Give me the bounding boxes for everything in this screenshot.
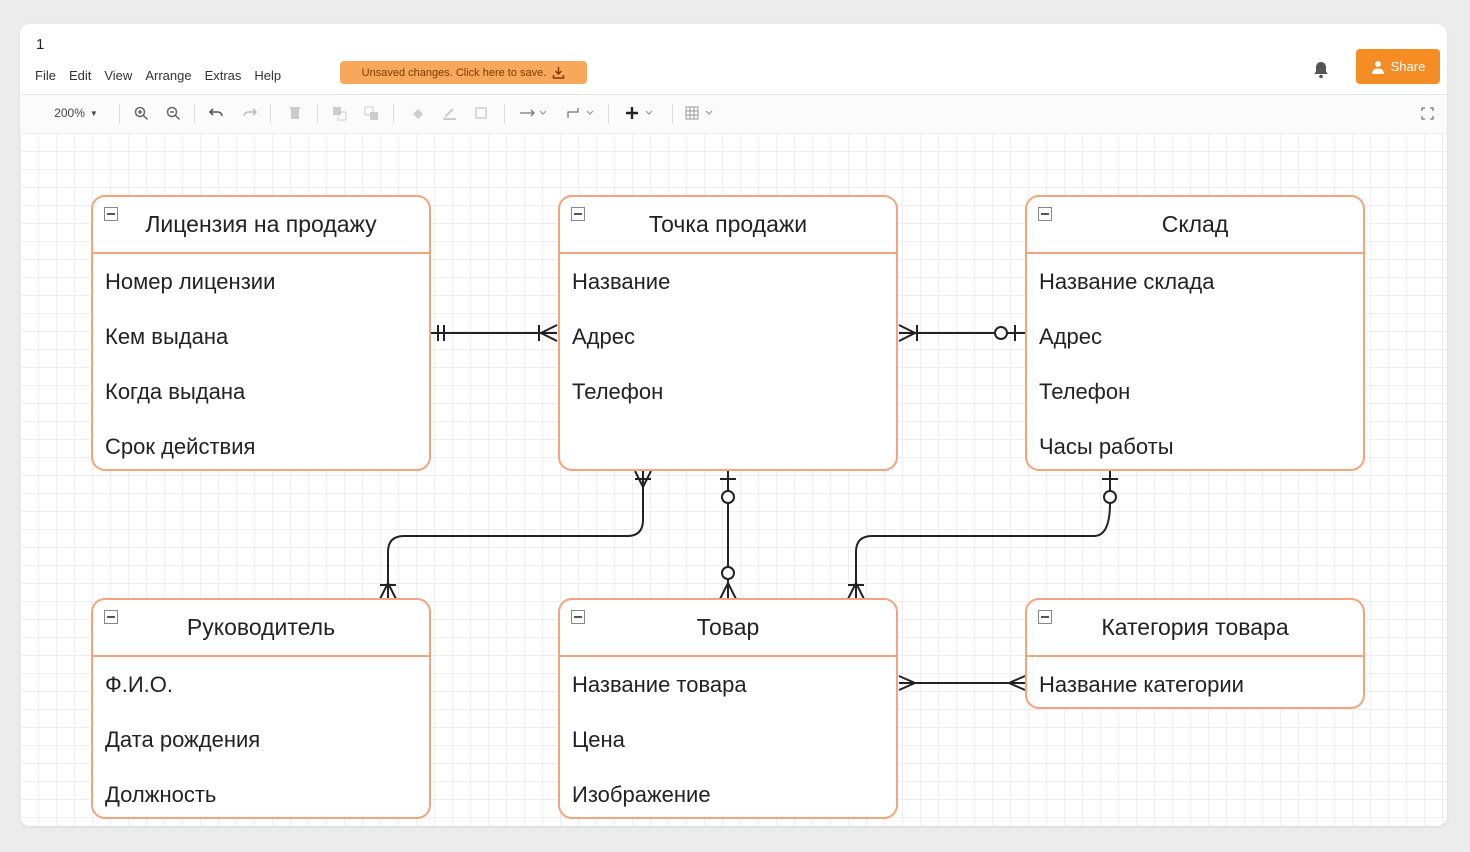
line-color-icon[interactable] xyxy=(438,102,460,124)
chevron-down-icon: ▼ xyxy=(89,108,98,118)
menu-arrange[interactable]: Arrange xyxy=(145,68,192,83)
entity-category[interactable]: Категория товара Название категории xyxy=(1025,598,1365,709)
many-marker xyxy=(1006,675,1026,691)
connection-style-dropdown[interactable] xyxy=(515,102,551,124)
entity-title: Товар xyxy=(696,614,760,640)
toolbar-separator xyxy=(119,104,120,124)
many-mandatory-marker xyxy=(847,580,865,600)
save-icon xyxy=(553,67,565,79)
user-icon xyxy=(1371,60,1384,74)
toolbar-separator xyxy=(317,104,318,124)
collapse-icon[interactable] xyxy=(104,610,118,624)
unsaved-changes-label: Unsaved changes. Click here to save. xyxy=(361,66,547,79)
menu-bar: File Edit View Arrange Extras Help xyxy=(35,68,281,83)
entity-title: Лицензия на продажу xyxy=(145,211,377,237)
one-mandatory-marker xyxy=(437,325,445,341)
relation-warehouse-product xyxy=(855,471,1111,599)
collapse-icon[interactable] xyxy=(571,610,585,624)
relation-point-manager xyxy=(387,471,644,599)
attribute[interactable]: Название xyxy=(572,269,671,294)
many-mandatory-marker xyxy=(634,470,652,490)
collapse-icon[interactable] xyxy=(1038,610,1052,624)
many-mandatory-marker xyxy=(538,324,558,342)
toolbar-separator xyxy=(672,104,673,124)
attribute[interactable]: Срок действия xyxy=(105,434,256,459)
attribute[interactable]: Телефон xyxy=(1039,379,1131,404)
zoom-out-icon[interactable] xyxy=(162,102,184,124)
zoom-in-icon[interactable] xyxy=(130,102,152,124)
attribute[interactable]: Изображение xyxy=(572,782,711,807)
share-button[interactable]: Share xyxy=(1356,49,1440,84)
attribute[interactable]: Должность xyxy=(105,782,217,807)
menu-help[interactable]: Help xyxy=(254,68,282,83)
attribute[interactable]: Название склада xyxy=(1039,269,1215,294)
attribute[interactable]: Название категории xyxy=(1039,672,1244,697)
app-window: 1 File Edit View Arrange Extras Help Uns… xyxy=(20,24,1447,826)
share-label: Share xyxy=(1390,59,1426,74)
entity-title: Руководитель xyxy=(186,614,336,640)
menu-file[interactable]: File xyxy=(35,68,56,83)
collapse-icon[interactable] xyxy=(571,207,585,221)
delete-icon[interactable] xyxy=(284,102,306,124)
many-optional-marker xyxy=(719,580,737,600)
collapse-icon[interactable] xyxy=(104,207,118,221)
undo-icon[interactable] xyxy=(205,102,227,124)
entity-header: Лицензия на продажу xyxy=(93,197,429,254)
attribute[interactable]: Ф.И.О. xyxy=(105,672,173,697)
document-title[interactable]: 1 xyxy=(36,36,45,53)
menu-extras[interactable]: Extras xyxy=(204,68,242,83)
entity-warehouse[interactable]: Склад Название склада Адрес Телефон Часы… xyxy=(1025,195,1365,471)
entity-title: Склад xyxy=(1161,211,1229,237)
entity-product[interactable]: Товар Название товара Цена Изображение xyxy=(558,598,898,819)
unsaved-changes-button[interactable]: Unsaved changes. Click here to save. xyxy=(340,61,587,84)
menu-edit[interactable]: Edit xyxy=(68,68,92,83)
entity-header: Категория товара xyxy=(1027,600,1363,657)
entity-license[interactable]: Лицензия на продажу Номер лицензии Кем в… xyxy=(91,195,431,471)
attribute[interactable]: Часы работы xyxy=(1039,434,1174,459)
relationship-connectors xyxy=(379,324,1118,691)
entity-point-of-sale[interactable]: Точка продажи Название Адрес Телефон xyxy=(558,195,898,471)
shadow-icon[interactable] xyxy=(470,102,492,124)
to-front-icon[interactable] xyxy=(328,102,350,124)
toolbar-separator xyxy=(270,104,271,124)
zoom-value: 200% xyxy=(54,106,85,120)
attribute[interactable]: Когда выдана xyxy=(105,379,246,404)
entity-manager[interactable]: Руководитель Ф.И.О. Дата рождения Должно… xyxy=(91,598,431,819)
one-mandatory-marker xyxy=(898,324,918,342)
menu-view[interactable]: View xyxy=(104,68,133,83)
attribute[interactable]: Кем выдана xyxy=(105,324,229,349)
to-back-icon[interactable] xyxy=(360,102,382,124)
diagram-canvas[interactable]: Лицензия на продажу Номер лицензии Кем в… xyxy=(20,133,1447,826)
attribute[interactable]: Название товара xyxy=(572,672,747,697)
entity-header: Руководитель xyxy=(93,600,429,657)
table-dropdown[interactable] xyxy=(682,102,718,124)
fullscreen-icon[interactable] xyxy=(1416,102,1438,124)
toolbar-separator xyxy=(504,104,505,124)
waypoints-dropdown[interactable] xyxy=(562,102,598,124)
fill-color-icon[interactable] xyxy=(406,102,428,124)
notification-bell-icon[interactable] xyxy=(1310,59,1332,81)
entity-title: Точка продажи xyxy=(648,211,808,237)
collapse-icon[interactable] xyxy=(1038,207,1052,221)
zoom-dropdown[interactable]: 200% ▼ xyxy=(45,102,107,124)
attribute[interactable]: Телефон xyxy=(572,379,664,404)
many-mandatory-marker xyxy=(379,580,397,600)
many-marker xyxy=(898,675,918,691)
toolbar-separator xyxy=(393,104,394,124)
insert-dropdown[interactable] xyxy=(620,102,660,124)
attribute[interactable]: Адрес xyxy=(1039,324,1102,349)
entity-header: Товар xyxy=(560,600,896,657)
entity-header: Склад xyxy=(1027,197,1363,254)
redo-icon[interactable] xyxy=(238,102,260,124)
attribute[interactable]: Номер лицензии xyxy=(105,269,276,294)
attribute[interactable]: Дата рождения xyxy=(105,727,261,752)
attribute[interactable]: Цена xyxy=(572,727,625,752)
toolbar-separator xyxy=(608,104,609,124)
attribute[interactable]: Адрес xyxy=(572,324,635,349)
toolbar-separator xyxy=(194,104,195,124)
entity-header: Точка продажи xyxy=(560,197,896,254)
toolbar: 200% ▼ xyxy=(20,94,1447,134)
entity-title: Категория товара xyxy=(1101,614,1289,640)
